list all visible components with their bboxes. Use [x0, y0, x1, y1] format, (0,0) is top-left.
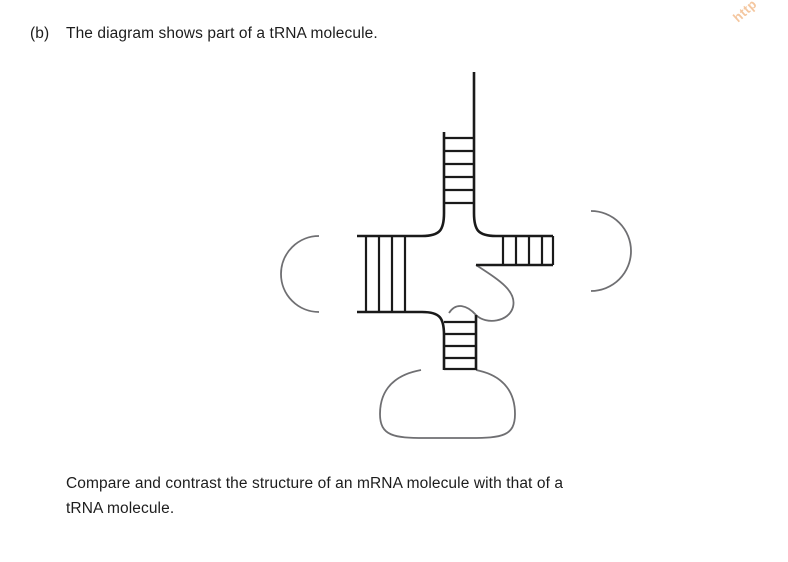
- loop-outlines: [280, 210, 632, 439]
- question-prompt: Compare and contrast the structure of an…: [66, 471, 736, 521]
- d-arm-rungs: [364, 236, 407, 312]
- d-arm-lower-strand: [357, 310, 446, 336]
- backbone-strands: [357, 72, 553, 370]
- t-arm-rungs: [501, 236, 555, 265]
- t-loop-circle: [590, 210, 632, 292]
- watermark-text: http: [730, 0, 760, 26]
- question-stem-text: The diagram shows part of a tRNA molecul…: [66, 25, 378, 42]
- question-part-label: (b): [30, 25, 50, 42]
- variable-loop-curve: [448, 264, 515, 322]
- acceptor-stem-right-strand: [472, 72, 497, 238]
- d-loop-circle: [280, 235, 320, 313]
- question-prompt-line-1: Compare and contrast the structure of an…: [66, 475, 564, 492]
- trna-diagram: [270, 58, 670, 458]
- corner-watermark: http: [724, 0, 788, 44]
- question-prompt-line-2: tRNA molecule.: [66, 500, 175, 517]
- acceptor-stem-rungs: [444, 136, 474, 205]
- anticodon-arm-rungs: [444, 320, 476, 371]
- question-stem: (b) The diagram shows part of a tRNA mol…: [30, 24, 378, 44]
- trna-diagram-svg: [280, 72, 632, 439]
- anticodon-loop-bulb: [379, 369, 516, 439]
- acceptor-stem-left-strand: [421, 132, 446, 238]
